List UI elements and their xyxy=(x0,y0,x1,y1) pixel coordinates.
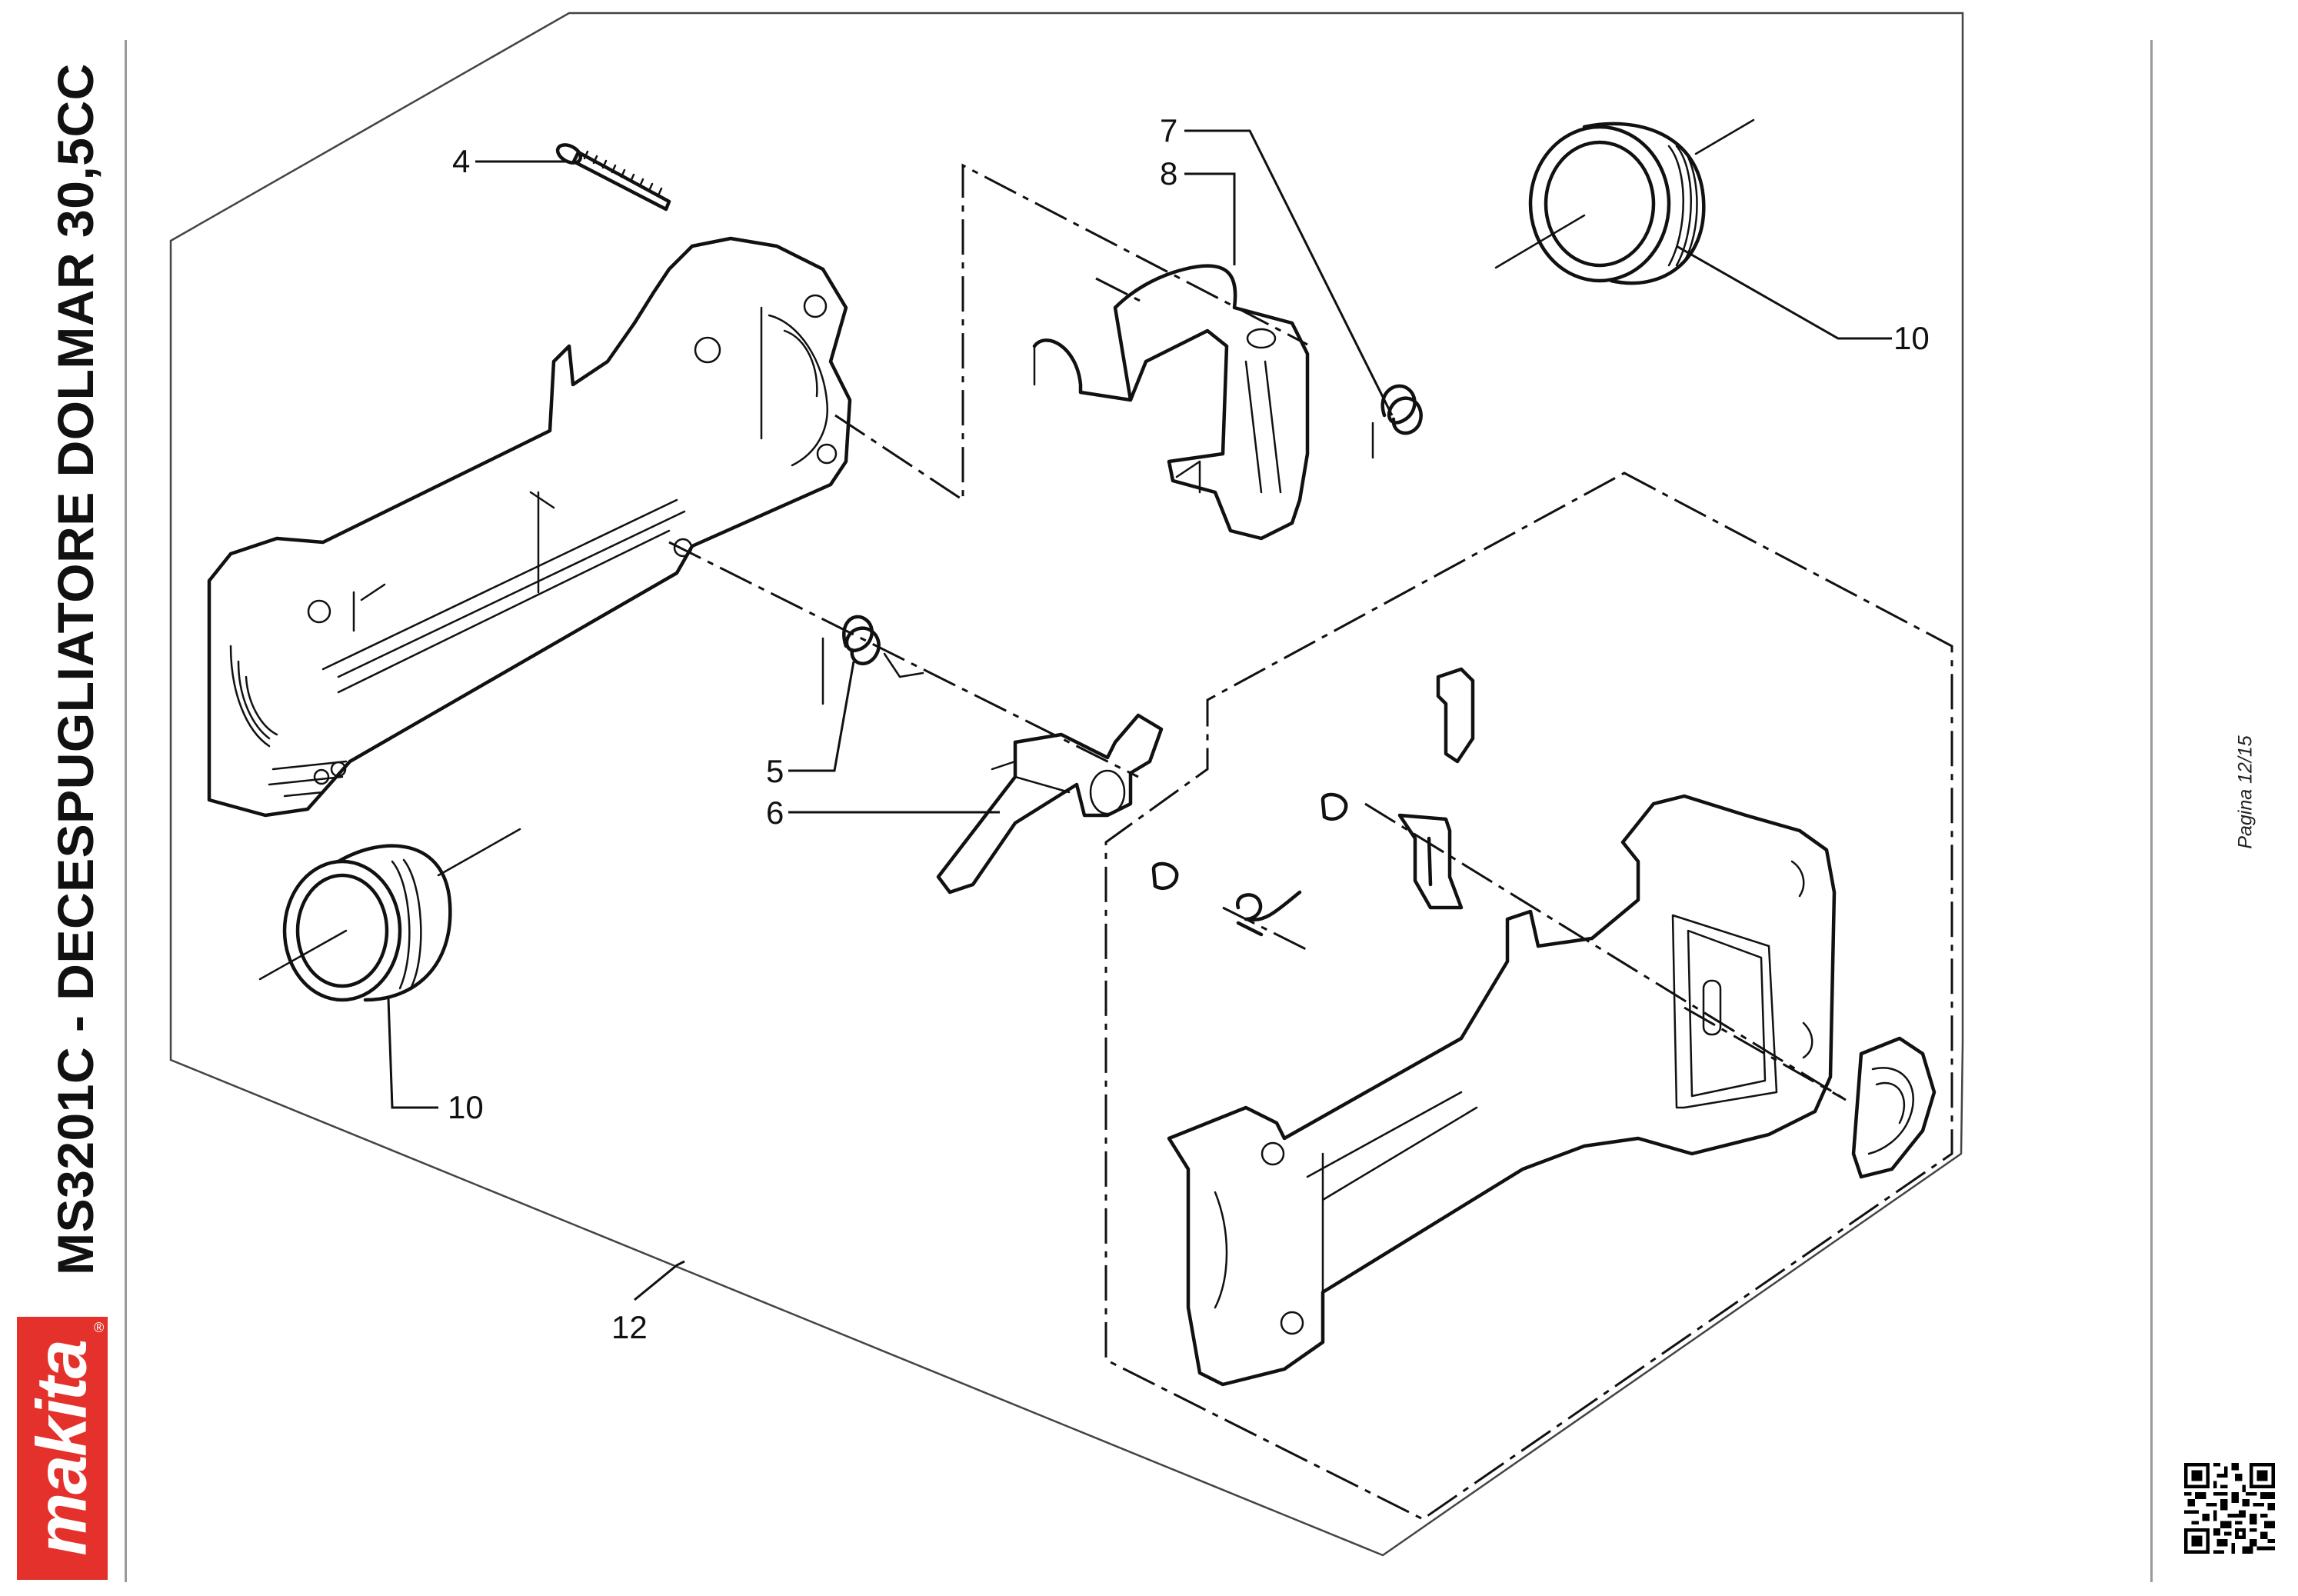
makita-logo: makita ® xyxy=(17,1317,108,1580)
part-6-trigger xyxy=(936,713,1164,895)
callout-5: 5 xyxy=(766,753,784,789)
qr-code-icon xyxy=(2184,1463,2275,1554)
part-10-ring-upper xyxy=(1494,118,1755,285)
left-divider xyxy=(125,40,127,1582)
right-housing-small-parts xyxy=(1151,667,1937,1179)
right-housing xyxy=(1167,794,1837,1387)
left-housing xyxy=(207,236,852,818)
part-10-ring-lower xyxy=(258,828,521,1002)
part-7-spring xyxy=(1371,384,1423,459)
callout-12: 12 xyxy=(611,1309,648,1345)
callout-8: 8 xyxy=(1160,155,1177,192)
right-housing-boundary xyxy=(1104,471,1953,1521)
assembly-axes xyxy=(668,163,1847,1101)
callout-leaders xyxy=(387,129,1892,1301)
right-divider xyxy=(2150,40,2153,1582)
callout-7: 7 xyxy=(1160,112,1177,148)
callout-6: 6 xyxy=(766,795,784,831)
callout-4: 4 xyxy=(452,143,470,179)
part-4-screw xyxy=(555,143,671,212)
kit-boundary-12 xyxy=(169,12,1964,1557)
part-5-spring xyxy=(821,615,924,705)
callout-10-upper: 10 xyxy=(1893,320,1930,356)
registered-mark: ® xyxy=(94,1320,105,1335)
callout-10-lower: 10 xyxy=(448,1089,484,1125)
part-8-lever xyxy=(1032,264,1310,541)
